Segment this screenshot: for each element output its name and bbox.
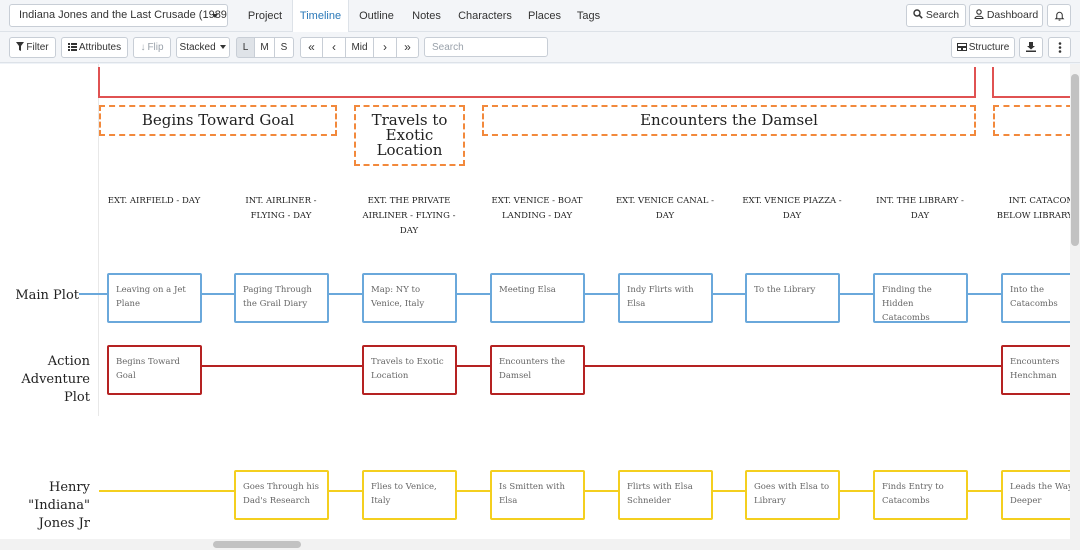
scene-card[interactable]: Goes with Elsa to Library (745, 470, 840, 520)
tab-project[interactable]: Project (247, 10, 283, 22)
scroll-first-button[interactable]: « (300, 37, 323, 58)
scene-card[interactable]: Encounters the Damsel (490, 345, 585, 395)
scene-card[interactable]: Indy Flirts with Elsa (618, 273, 713, 323)
attributes-button[interactable]: Attributes (61, 37, 128, 58)
vertical-scrollbar-thumb[interactable] (1071, 74, 1079, 246)
flip-button-label: Flip (147, 42, 164, 53)
scene-header[interactable]: EXT. VENICE PIAZZA - DAY (742, 196, 842, 221)
notifications-button[interactable] (1047, 4, 1071, 27)
scroll-next-button[interactable]: › (373, 37, 397, 58)
beat-encounters-the-damsel[interactable]: Encounters the Damsel (482, 105, 976, 136)
tab-places[interactable]: Places (527, 10, 562, 22)
structure-button[interactable]: Structure (951, 37, 1015, 58)
scene-card[interactable]: Leaving on a Jet Plane (107, 273, 202, 323)
scene-header[interactable]: INT. CATACOMBS BELOW LIBRARY - DAY (996, 196, 1080, 221)
scene-card[interactable]: Is Smitten with Elsa (490, 470, 585, 520)
structure-icon (956, 43, 967, 51)
layout-mode-label: Stacked (179, 42, 216, 53)
scene-header[interactable]: INT. THE LIBRARY - DAY (876, 196, 964, 221)
scene-header[interactable]: EXT. VENICE - BOAT LANDING - DAY (491, 196, 583, 221)
list-icon (67, 43, 77, 51)
scene-card[interactable]: Finds Entry to Catacombs (873, 470, 968, 520)
search-button[interactable]: Search (906, 4, 966, 27)
scroll-last-button[interactable]: » (396, 37, 419, 58)
plotline-label-henry[interactable]: Henry "Indiana" Jones Jr (28, 480, 90, 531)
caret-down-icon (212, 14, 218, 18)
scene-card[interactable]: Flies to Venice, Italy (362, 470, 457, 520)
filter-button-label: Filter (26, 42, 49, 53)
scene-card[interactable]: Into the Catacombs (1001, 273, 1080, 323)
plotline-label-main[interactable]: Main Plot (15, 288, 79, 303)
scene-card[interactable]: Travels to Exotic Location (362, 345, 457, 395)
horizontal-scrollbar[interactable] (0, 539, 1070, 550)
filter-icon (16, 42, 25, 51)
dashboard-button[interactable]: Dashboard (969, 4, 1043, 27)
scene-header[interactable]: EXT. THE PRIVATE AIRLINER - FLYING - DAY (362, 196, 456, 236)
size-small-button[interactable]: S (274, 37, 294, 58)
flip-button[interactable]: ↓Flip (133, 37, 171, 58)
scene-card[interactable]: Meeting Elsa (490, 273, 585, 323)
axis-divider (98, 64, 99, 416)
scene-card[interactable]: Paging Through the Grail Diary (234, 273, 329, 323)
scene-card[interactable]: Flirts with Elsa Schneider (618, 470, 713, 520)
structure-button-label: Structure (968, 42, 1010, 53)
caret-down-icon (220, 45, 227, 49)
timeline-search-input[interactable] (424, 37, 548, 57)
plotline-label-action[interactable]: Action Adventure Plot (21, 354, 90, 405)
project-title: Indiana Jones and the Last Crusade (1989… (19, 9, 228, 21)
search-button-label: Search (925, 9, 960, 21)
bell-icon (1054, 11, 1064, 21)
beat-begins-toward-goal[interactable]: Begins Toward Goal (99, 105, 337, 136)
more-vertical-icon (1058, 42, 1061, 53)
henry-plot-line (99, 490, 1079, 492)
tab-characters[interactable]: Characters (458, 10, 512, 22)
scene-card[interactable]: Leads the Way Deeper (1001, 470, 1080, 520)
scroll-mid-button[interactable]: Mid (345, 37, 374, 58)
act-box-2[interactable] (992, 67, 1080, 98)
scene-card[interactable]: Map: NY to Venice, Italy (362, 273, 457, 323)
tab-timeline[interactable]: Timeline (292, 0, 349, 33)
filter-button[interactable]: Filter (9, 37, 56, 58)
user-icon (974, 9, 984, 20)
act-box-1[interactable] (98, 67, 976, 98)
action-plot-line (200, 365, 1080, 367)
scene-header[interactable]: EXT. AIRFIELD - DAY (107, 196, 201, 206)
vertical-scrollbar[interactable] (1070, 64, 1080, 550)
layout-mode-dropdown[interactable]: Stacked (176, 37, 230, 58)
scene-card[interactable]: Goes Through his Dad's Research (234, 470, 329, 520)
beat-next[interactable] (993, 105, 1080, 136)
scene-header[interactable]: INT. AIRLINER - FLYING - DAY (245, 196, 317, 221)
dashboard-button-label: Dashboard (986, 9, 1039, 21)
attributes-button-label: Attributes (78, 42, 122, 53)
scene-card[interactable]: Begins Toward Goal (107, 345, 202, 395)
tab-outline[interactable]: Outline (359, 10, 394, 22)
scroll-prev-button[interactable]: ‹ (322, 37, 346, 58)
scene-card[interactable]: To the Library (745, 273, 840, 323)
scene-card[interactable]: Finding the Hidden Catacombs (873, 273, 968, 323)
size-medium-button[interactable]: M (254, 37, 275, 58)
scene-card[interactable]: Encounters Henchman (1001, 345, 1080, 395)
download-icon (1026, 42, 1036, 52)
top-navigation-bar: Indiana Jones and the Last Crusade (1989… (0, 0, 1080, 33)
size-large-button[interactable]: L (236, 37, 255, 58)
timeline-canvas: Begins Toward Goal Travels to Exotic Loc… (0, 64, 1080, 550)
search-icon (913, 9, 923, 19)
export-button[interactable] (1019, 37, 1043, 58)
project-select-dropdown[interactable]: Indiana Jones and the Last Crusade (1989… (9, 4, 228, 27)
timeline-toolbar: Filter Attributes ↓Flip Stacked L M S « … (0, 32, 1080, 63)
scene-header[interactable]: EXT. VENICE CANAL - DAY (615, 196, 715, 221)
horizontal-scrollbar-thumb[interactable] (213, 541, 301, 548)
more-options-button[interactable] (1048, 37, 1071, 58)
flip-arrow-icon: ↓ (140, 42, 146, 53)
tab-tags[interactable]: Tags (576, 10, 601, 22)
tab-notes[interactable]: Notes (412, 10, 441, 22)
beat-travels-to-exotic-location[interactable]: Travels to Exotic Location (354, 105, 465, 166)
